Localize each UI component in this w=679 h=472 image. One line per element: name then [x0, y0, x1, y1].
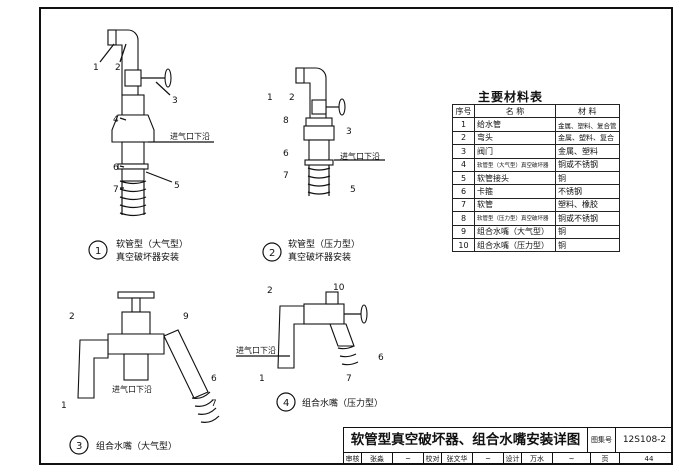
page-label: 页: [591, 453, 620, 465]
callout-9: 9: [183, 312, 189, 322]
callout-6: 6: [113, 163, 119, 173]
drawing-title: 软管型真空破坏器、组合水嘴安装详图: [344, 428, 588, 453]
callout-5: 5: [350, 185, 356, 195]
air-inlet-label: 进气口下沿: [112, 384, 152, 394]
callout-1: 1: [259, 374, 265, 384]
callout-7: 7: [113, 185, 119, 195]
reviewer-name: 张淼: [362, 453, 393, 465]
checker-name: 张文华: [442, 453, 473, 465]
figure-caption: 软管型（压力型）: [288, 238, 360, 250]
materials-table-title: 主要材料表: [478, 90, 544, 104]
figure-caption: 软管型（大气型）: [116, 238, 188, 250]
callout-8: 8: [283, 116, 289, 126]
callout-5: 5: [174, 181, 180, 191]
figure-2-pressure-vacuum-breaker: 1 2 3 8 6 7 5 进气口下沿 2 软管型（压力型） 真空破坏器安装: [262, 67, 385, 263]
header-name: 名 称: [474, 103, 556, 119]
callout-4: 4: [113, 115, 119, 125]
signature-row: 审核 张淼 ~ 校对 张文华 ~ 设计 万水 ~ 页 44: [344, 453, 678, 465]
callout-1: 1: [93, 63, 99, 73]
callout-7: 7: [283, 171, 289, 181]
table-header-row: 序号 名 称 材 料: [452, 103, 620, 119]
air-inlet-label: 进气口下沿: [170, 131, 210, 141]
designer-name: 万水: [522, 453, 553, 465]
callout-2: 2: [267, 286, 273, 296]
callout-2: 2: [115, 63, 121, 73]
drawing-frame: [39, 7, 673, 465]
callout-2: 2: [69, 312, 75, 322]
check-label: 校对: [424, 453, 442, 465]
figure-caption: 真空破坏器安装: [116, 251, 179, 263]
callout-7: 7: [346, 374, 352, 384]
callout-3: 3: [346, 127, 352, 137]
callout-10: 10: [333, 283, 345, 293]
atlas-number-label: 图集号: [588, 428, 616, 453]
callout-3: 3: [172, 96, 178, 106]
callout-2: 2: [289, 93, 295, 103]
callout-1: 1: [61, 401, 67, 411]
atlas-number: 12S108-2: [616, 428, 673, 453]
callout-7: 7: [211, 399, 217, 409]
page-number: 44: [644, 455, 654, 463]
review-label: 审核: [344, 453, 362, 465]
title-block: 软管型真空破坏器、组合水嘴安装详图 图集号 12S108-2 审核 张淼 ~ 校…: [343, 427, 673, 465]
figure-3-atmospheric-combination-faucet: 2 9 1 6 7 进气口下沿 3 组合水嘴（大气型）: [61, 291, 220, 455]
header-no: 序号: [452, 103, 475, 119]
design-label: 设计: [504, 453, 522, 465]
figure-number: 4: [283, 398, 289, 409]
figure-caption: 真空破坏器安装: [288, 251, 351, 263]
figure-caption: 组合水嘴（压力型）: [302, 397, 383, 409]
callout-6: 6: [283, 149, 289, 159]
figure-number: 1: [95, 246, 101, 257]
checker-signature: ~: [473, 453, 504, 465]
callout-6: 6: [211, 374, 217, 384]
reviewer-signature: ~: [393, 453, 424, 465]
callout-6: 6: [378, 353, 384, 363]
figure-1-atmospheric-vacuum-breaker: 1 2 3 4 5 6 7 进气口下沿 1 软管型（大气型） 真空破坏器安装: [88, 29, 214, 263]
figure-number: 3: [76, 441, 82, 452]
figure-number: 2: [269, 248, 275, 259]
callout-1: 1: [267, 93, 273, 103]
figure-4-pressure-combination-faucet: 2 10 1 6 7 进气口下沿 4 组合水嘴（压力型）: [236, 283, 384, 412]
header-material: 材 料: [555, 103, 620, 119]
designer-signature: ~: [553, 453, 591, 465]
air-inlet-label: 进气口下沿: [340, 151, 380, 161]
figure-caption: 组合水嘴（大气型）: [96, 440, 177, 452]
air-inlet-label: 进气口下沿: [236, 345, 276, 355]
